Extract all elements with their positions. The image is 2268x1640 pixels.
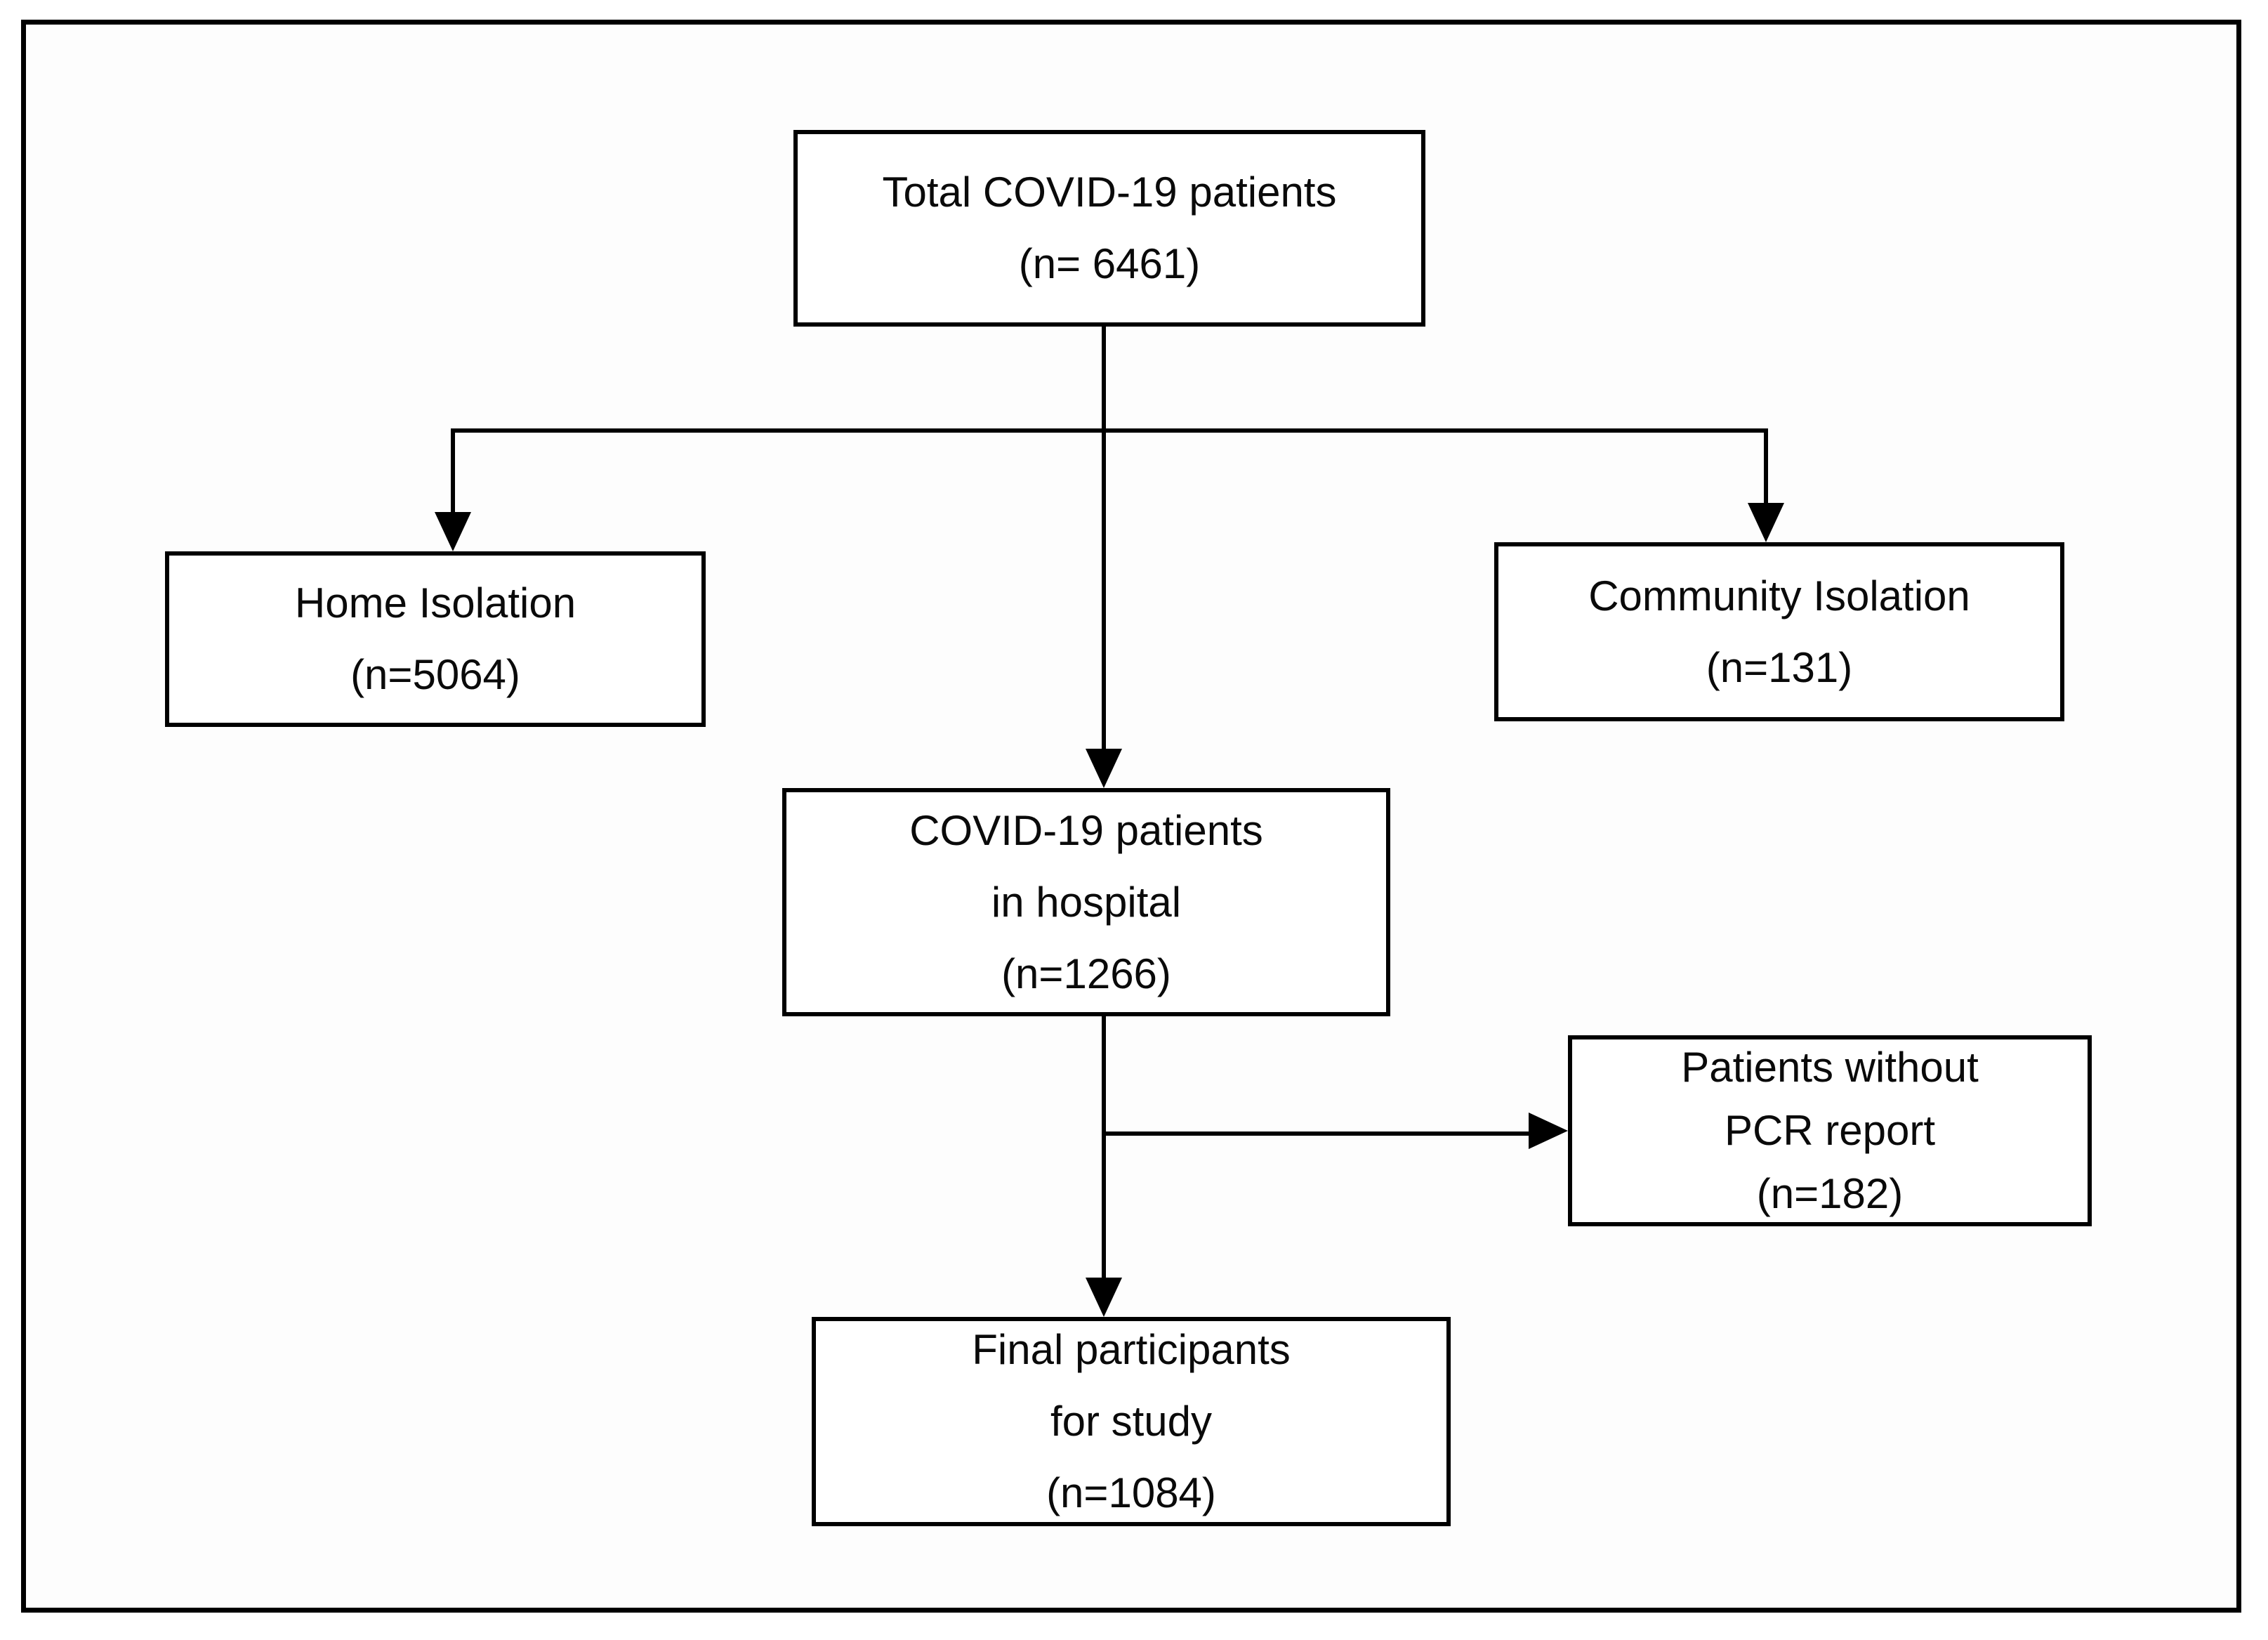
node-total-covid-patients: Total COVID-19 patients (n= 6461) <box>793 130 1425 327</box>
edge-total-stem <box>1102 325 1106 431</box>
node-count: (n=1266) <box>1001 950 1171 997</box>
arrowhead-down-community-icon <box>1748 503 1784 542</box>
node-community-isolation: Community Isolation (n=131) <box>1494 542 2064 721</box>
edge-hospital-final <box>1102 1016 1106 1278</box>
node-patients-without-pcr: Patients without PCR report (n=182) <box>1568 1035 2092 1226</box>
node-label: Patients without <box>1681 1044 1979 1091</box>
arrowhead-right-pcr-icon <box>1529 1113 1568 1149</box>
edge-total-hospital <box>1102 428 1106 749</box>
edge-total-home <box>451 428 455 515</box>
arrowhead-down-hospital-icon <box>1086 749 1122 788</box>
node-label: Community Isolation <box>1588 572 1970 619</box>
edge-total-community <box>1764 428 1768 506</box>
node-count: (n=5064) <box>350 651 520 698</box>
node-count: (n= 6461) <box>1018 240 1201 287</box>
arrowhead-down-home-icon <box>435 512 471 551</box>
node-count: (n=182) <box>1756 1170 1904 1217</box>
edge-hospital-pcr <box>1102 1131 1529 1136</box>
node-label: Final participants <box>972 1326 1291 1373</box>
edge-branch-horizontal <box>451 428 1768 433</box>
node-label: Total COVID-19 patients <box>882 169 1337 216</box>
node-label: Home Isolation <box>294 579 576 627</box>
node-home-isolation: Home Isolation (n=5064) <box>165 551 706 727</box>
node-hospital-patients: COVID-19 patients in hospital (n=1266) <box>782 788 1390 1016</box>
node-label: in hospital <box>991 878 1182 926</box>
node-count: (n=131) <box>1706 643 1853 691</box>
node-label: for study <box>1050 1398 1213 1445</box>
node-count: (n=1084) <box>1046 1469 1216 1516</box>
node-label: PCR report <box>1724 1107 1936 1154</box>
arrowhead-down-final-icon <box>1086 1278 1122 1317</box>
node-final-participants: Final participants for study (n=1084) <box>812 1317 1451 1526</box>
node-label: COVID-19 patients <box>909 806 1263 854</box>
